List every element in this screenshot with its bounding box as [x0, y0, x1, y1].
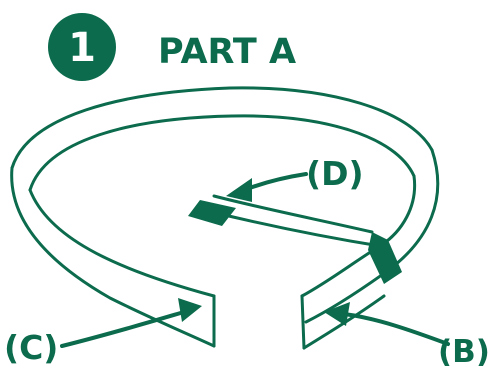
band-marker-stripe [368, 232, 402, 284]
band-end-d-tab [188, 200, 236, 226]
arrow-b-shaft [342, 312, 450, 346]
band-end-b-face [300, 294, 306, 350]
inner-strip-upper-edge [212, 194, 374, 234]
callout-label-c: (C) [4, 328, 58, 366]
band-left-inner-wall [28, 188, 216, 298]
step-title: PART A [158, 32, 296, 72]
inner-strip-lower-edge [210, 210, 382, 248]
step-header: 1 PART A [48, 13, 296, 81]
arrow-c-head [178, 298, 202, 322]
step-number: 1 [68, 25, 96, 71]
arrow-d-head [226, 178, 252, 202]
arrow-b-head [324, 302, 350, 326]
callout-label-d: (D) [306, 154, 364, 193]
callout-label-b: (B) [438, 334, 490, 366]
band-outer-top-edge [10, 86, 434, 170]
band-left-outer-wall [10, 166, 216, 348]
arrow-d-shaft [242, 172, 308, 192]
arrow-c-shaft [60, 310, 186, 348]
band-inner-top-edge [28, 114, 416, 192]
step-badge [48, 13, 116, 81]
